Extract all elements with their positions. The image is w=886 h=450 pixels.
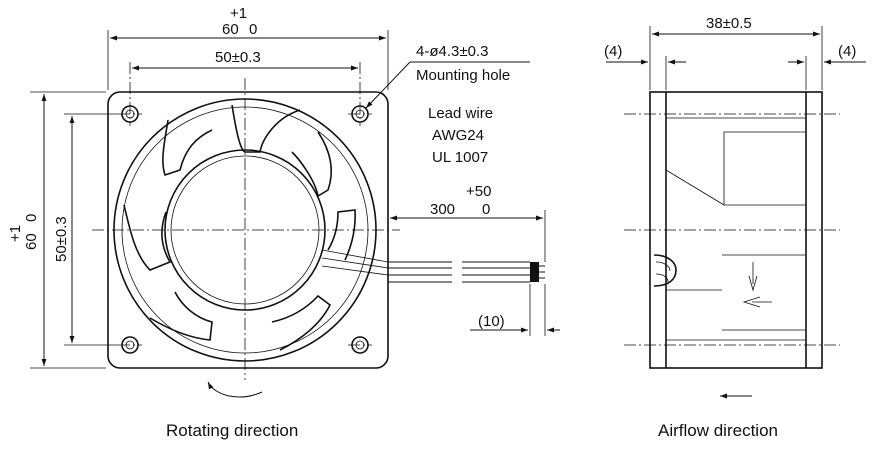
lead-wire-line2: AWG24: [432, 127, 484, 144]
hole-spacing-horizontal: 50±0.3: [215, 49, 261, 66]
airflow-left-symbol: [742, 296, 772, 308]
overall-height-tol-upper: +1: [7, 225, 24, 242]
overall-height-tol-lower: 0: [23, 214, 40, 222]
airflow-direction-caption: Airflow direction: [658, 421, 778, 440]
lead-length-tol-lower: 0: [482, 201, 490, 218]
impeller-blades: [123, 104, 356, 351]
overall-width-tol-upper: +1: [230, 5, 247, 22]
airflow-down-symbol: [748, 262, 758, 292]
lead-wire: [388, 261, 545, 283]
rotation-arrow: [207, 381, 263, 398]
strip-length: (10): [478, 313, 505, 330]
depth-value: 38±0.5: [706, 15, 752, 32]
hole-spacing-vertical: 50±0.3: [53, 216, 70, 262]
rotating-direction-caption: Rotating direction: [166, 421, 298, 440]
lead-length-nominal: 300: [430, 201, 455, 218]
overall-height-nominal: 60: [23, 233, 40, 250]
lead-wire-line3: UL 1007: [432, 149, 488, 166]
overall-width-nominal: 60: [222, 21, 239, 38]
overall-width-tol-lower: 0: [249, 21, 257, 38]
mounting-hole-label: Mounting hole: [416, 67, 510, 84]
lead-wire-line1: Lead wire: [428, 105, 493, 122]
flange-left: (4): [604, 43, 622, 60]
mounting-hole-leader: [365, 61, 411, 109]
mounting-hole-spec: 4-ø4.3±0.3: [416, 43, 488, 60]
flange-right: (4): [838, 43, 856, 60]
lead-length-tol-upper: +50: [466, 183, 491, 200]
front-view: +1 60 0 50±0.3 60 0 +1 50±0.3 4-ø4.3±0.3…: [7, 5, 560, 440]
side-view: 38±0.5 (4) (4) Airflow direction: [604, 15, 866, 440]
